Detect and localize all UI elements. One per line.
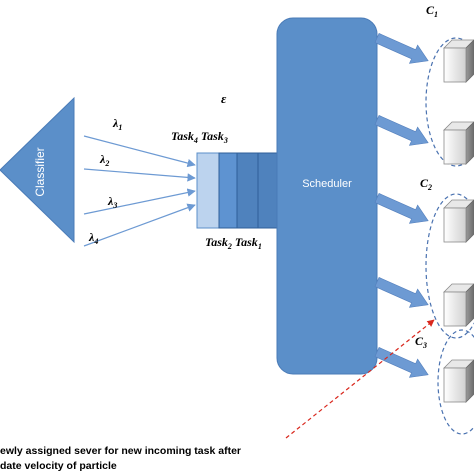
reassignment-arrow <box>285 319 435 439</box>
annotation-line-1: ewly assigned sever for new incoming tas… <box>0 445 241 457</box>
arrival-arrow-4 <box>83 203 196 247</box>
arrival-arrows <box>83 135 196 247</box>
rate-label-3: λ3 <box>107 194 117 210</box>
queue-slot-3 <box>236 152 259 229</box>
rate-label-4: λ4 <box>88 230 98 246</box>
task-queue <box>196 152 278 229</box>
queue-slot-1 <box>196 152 220 229</box>
scheduler-block <box>276 17 378 375</box>
cluster-labels: C1 C2 C3 <box>415 3 438 350</box>
queue-slot-2 <box>218 152 238 229</box>
queue-slot-4 <box>257 152 278 229</box>
arrival-arrow-1 <box>83 135 196 168</box>
scheduler: Scheduler <box>276 17 378 375</box>
cluster-label-3: C3 <box>415 334 427 350</box>
servers <box>443 39 474 403</box>
annotation-line-2: date velocity of particle <box>0 460 117 472</box>
dispatch-arrows <box>374 33 429 378</box>
server-icon <box>443 283 474 327</box>
cluster-label-1: C1 <box>426 3 438 19</box>
cluster-label-2: C2 <box>420 176 432 192</box>
queue-top-tasks: Task4 Task3 <box>171 129 228 145</box>
rate-label-2: λ2 <box>99 152 109 168</box>
rate-label-1: λ1 <box>112 116 122 132</box>
annotation: ewly assigned sever for new incoming tas… <box>0 445 241 472</box>
queue-bottom-tasks: Task2 Task1 <box>205 235 262 251</box>
classifier-triangle <box>0 96 75 244</box>
server-icon <box>443 121 474 165</box>
epsilon-label: ε <box>221 91 227 106</box>
dispatch-arrow-1 <box>374 33 429 64</box>
server-icon <box>443 39 474 83</box>
scheduler-label: Scheduler <box>302 178 352 190</box>
classifier: Classifier <box>0 96 75 244</box>
arrival-rates: λ1 λ2 λ3 λ4 <box>88 116 122 246</box>
server-icon <box>443 359 474 403</box>
server-clusters <box>425 37 474 435</box>
dispatch-arrow-3 <box>374 193 429 224</box>
classifier-label: Classifier <box>33 147 47 196</box>
server-icon <box>443 199 474 243</box>
arrival-arrow-2 <box>83 168 196 182</box>
dispatch-arrow-2 <box>374 115 429 146</box>
dispatch-arrow-5 <box>374 347 429 378</box>
arrival-arrow-3 <box>83 188 196 215</box>
dispatch-arrow-4 <box>374 277 429 308</box>
cluster-3-boundary <box>437 329 474 435</box>
